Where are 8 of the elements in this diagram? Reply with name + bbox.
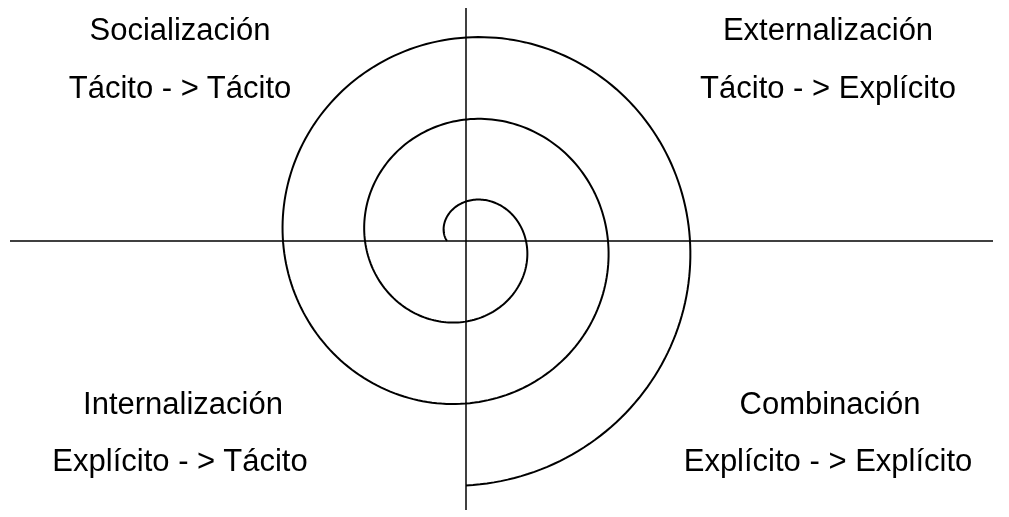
- quadrant-title: Internalización: [83, 386, 283, 422]
- quadrant-title: Combinación: [739, 386, 921, 422]
- conversion-label: Tácito - > Explícito: [700, 70, 956, 106]
- conversion-label: Explícito - > Explícito: [683, 443, 973, 479]
- quadrant-title: Socialización: [89, 12, 271, 48]
- conversion-label: Tácito - > Tácito: [68, 70, 292, 106]
- quadrant-title: Externalización: [722, 12, 934, 48]
- conversion-label: Explícito - > Tácito: [52, 443, 308, 479]
